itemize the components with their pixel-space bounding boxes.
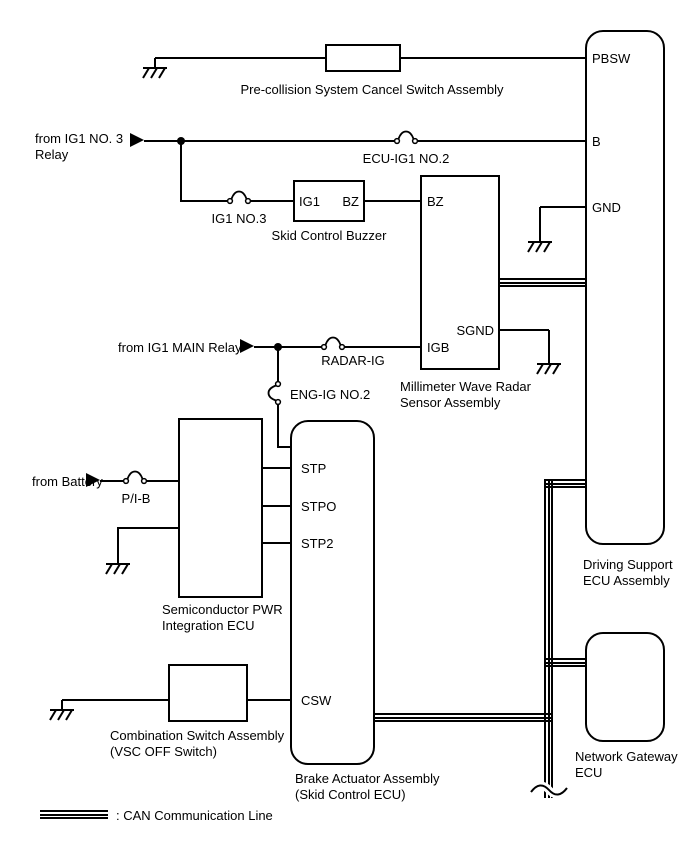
- wire-csw-right: [248, 699, 290, 701]
- ground-icon: [536, 354, 561, 375]
- wire-ig1-branch: [180, 141, 182, 201]
- can-line-trunk-gateway: [544, 658, 585, 667]
- pin-buzzer-ig1: IG1: [299, 194, 320, 209]
- label-precollision-switch: Pre-collision System Cancel Switch Assem…: [240, 82, 504, 97]
- wire-stpo: [263, 505, 290, 507]
- fuse-icon-ecu-ig1-no2: [393, 130, 419, 145]
- label-fuse-radar-ig: RADAR-IG: [321, 353, 385, 368]
- label-driving-support-ecu: Driving Support ECU Assembly: [583, 557, 673, 588]
- continuation-icon: [527, 781, 571, 799]
- label-fuse-ecu-ig1-no2: ECU-IG1 NO.2: [362, 151, 450, 166]
- radar-sensor-box: [420, 175, 500, 370]
- semiconductor-pwr-ecu-box: [178, 418, 263, 598]
- ground-icon: [142, 58, 167, 79]
- legend-can-line-text: : CAN Communication Line: [116, 808, 273, 823]
- label-network-gateway-ecu: Network Gateway ECU: [575, 749, 678, 780]
- pin-pbsw: PBSW: [592, 51, 631, 66]
- pin-radar-igb: IGB: [427, 340, 450, 355]
- arrow-icon-battery: [86, 473, 100, 487]
- wire-pbsw-right: [401, 57, 585, 59]
- label-brake-actuator: Brake Actuator Assembly (Skid Control EC…: [295, 771, 440, 802]
- label-radar-sensor: Millimeter Wave Radar Sensor Assembly: [400, 379, 531, 410]
- pin-stpo: STPO: [301, 499, 337, 514]
- pin-stp2: STP2: [301, 536, 334, 551]
- wire-csw-left: [62, 699, 168, 701]
- label-fuse-ig1-no3: IG1 NO.3: [211, 211, 267, 226]
- can-line-brake-trunk: [375, 713, 553, 722]
- pin-csw: CSW: [301, 693, 332, 708]
- fuse-icon-radar-ig: [320, 336, 346, 351]
- wire-stp2: [263, 542, 290, 544]
- skid-control-buzzer-box: [293, 180, 365, 222]
- wire-gnd-h: [540, 206, 585, 208]
- label-fuse-p-i-b: P/I-B: [121, 491, 151, 506]
- wire-gnd-v: [539, 207, 541, 232]
- fuse-icon-p-i-b: [122, 470, 148, 485]
- wire-sgnd-h: [500, 329, 549, 331]
- arrow-icon-ig1-no3-relay: [130, 133, 144, 147]
- pin-stp: STP: [301, 461, 327, 476]
- can-line-trunk-dsecu: [544, 479, 585, 488]
- wire-b: [144, 140, 585, 142]
- ground-icon: [527, 232, 552, 253]
- wire-stp: [263, 467, 290, 469]
- wire-semi-gnd-h: [117, 527, 178, 529]
- fuse-icon-eng-ig-no2: [267, 380, 282, 406]
- combination-switch-box: [168, 664, 248, 722]
- label-skid-control-buzzer: Skid Control Buzzer: [271, 228, 387, 243]
- network-gateway-ecu-box: [585, 632, 665, 742]
- label-source-battery: from Battery: [32, 474, 103, 489]
- pin-gnd: GND: [592, 200, 621, 215]
- label-semiconductor-pwr-ecu: Semiconductor PWR Integration ECU: [162, 602, 283, 633]
- precollision-switch-box: [325, 44, 401, 72]
- ground-icon: [105, 554, 130, 575]
- wire-buzzer-out: [365, 200, 420, 202]
- can-line-trunk: [544, 479, 553, 798]
- label-source-ig1-main-relay: from IG1 MAIN Relay: [118, 340, 242, 355]
- pin-buzzer-bz: BZ: [342, 194, 359, 209]
- arrow-icon-ig1-main-relay: [240, 339, 254, 353]
- driving-support-ecu-box: [585, 30, 665, 545]
- pin-radar-bz: BZ: [427, 194, 444, 209]
- label-fuse-eng-ig-no2: ENG-IG NO.2: [290, 387, 371, 402]
- junction-dot: [274, 343, 282, 351]
- label-source-ig1-no3-relay: from IG1 NO. 3 Relay: [35, 131, 124, 162]
- pin-b: B: [592, 134, 601, 149]
- fuse-icon-ig1-no3: [226, 190, 252, 205]
- brake-actuator-box: [290, 420, 375, 765]
- junction-dot: [177, 137, 185, 145]
- label-combination-switch: Combination Switch Assembly (VSC OFF Swi…: [110, 728, 285, 759]
- wire-sgnd-v: [548, 330, 550, 354]
- ground-icon: [49, 700, 74, 721]
- wire-eng-ig-h: [277, 446, 291, 448]
- wire-semi-gnd-v: [117, 528, 119, 554]
- legend-can-line-sample: [40, 810, 108, 819]
- can-line-radar-dsecu: [500, 278, 585, 287]
- pin-radar-sgnd: SGND: [456, 323, 494, 338]
- wire-pbsw-left: [155, 57, 325, 59]
